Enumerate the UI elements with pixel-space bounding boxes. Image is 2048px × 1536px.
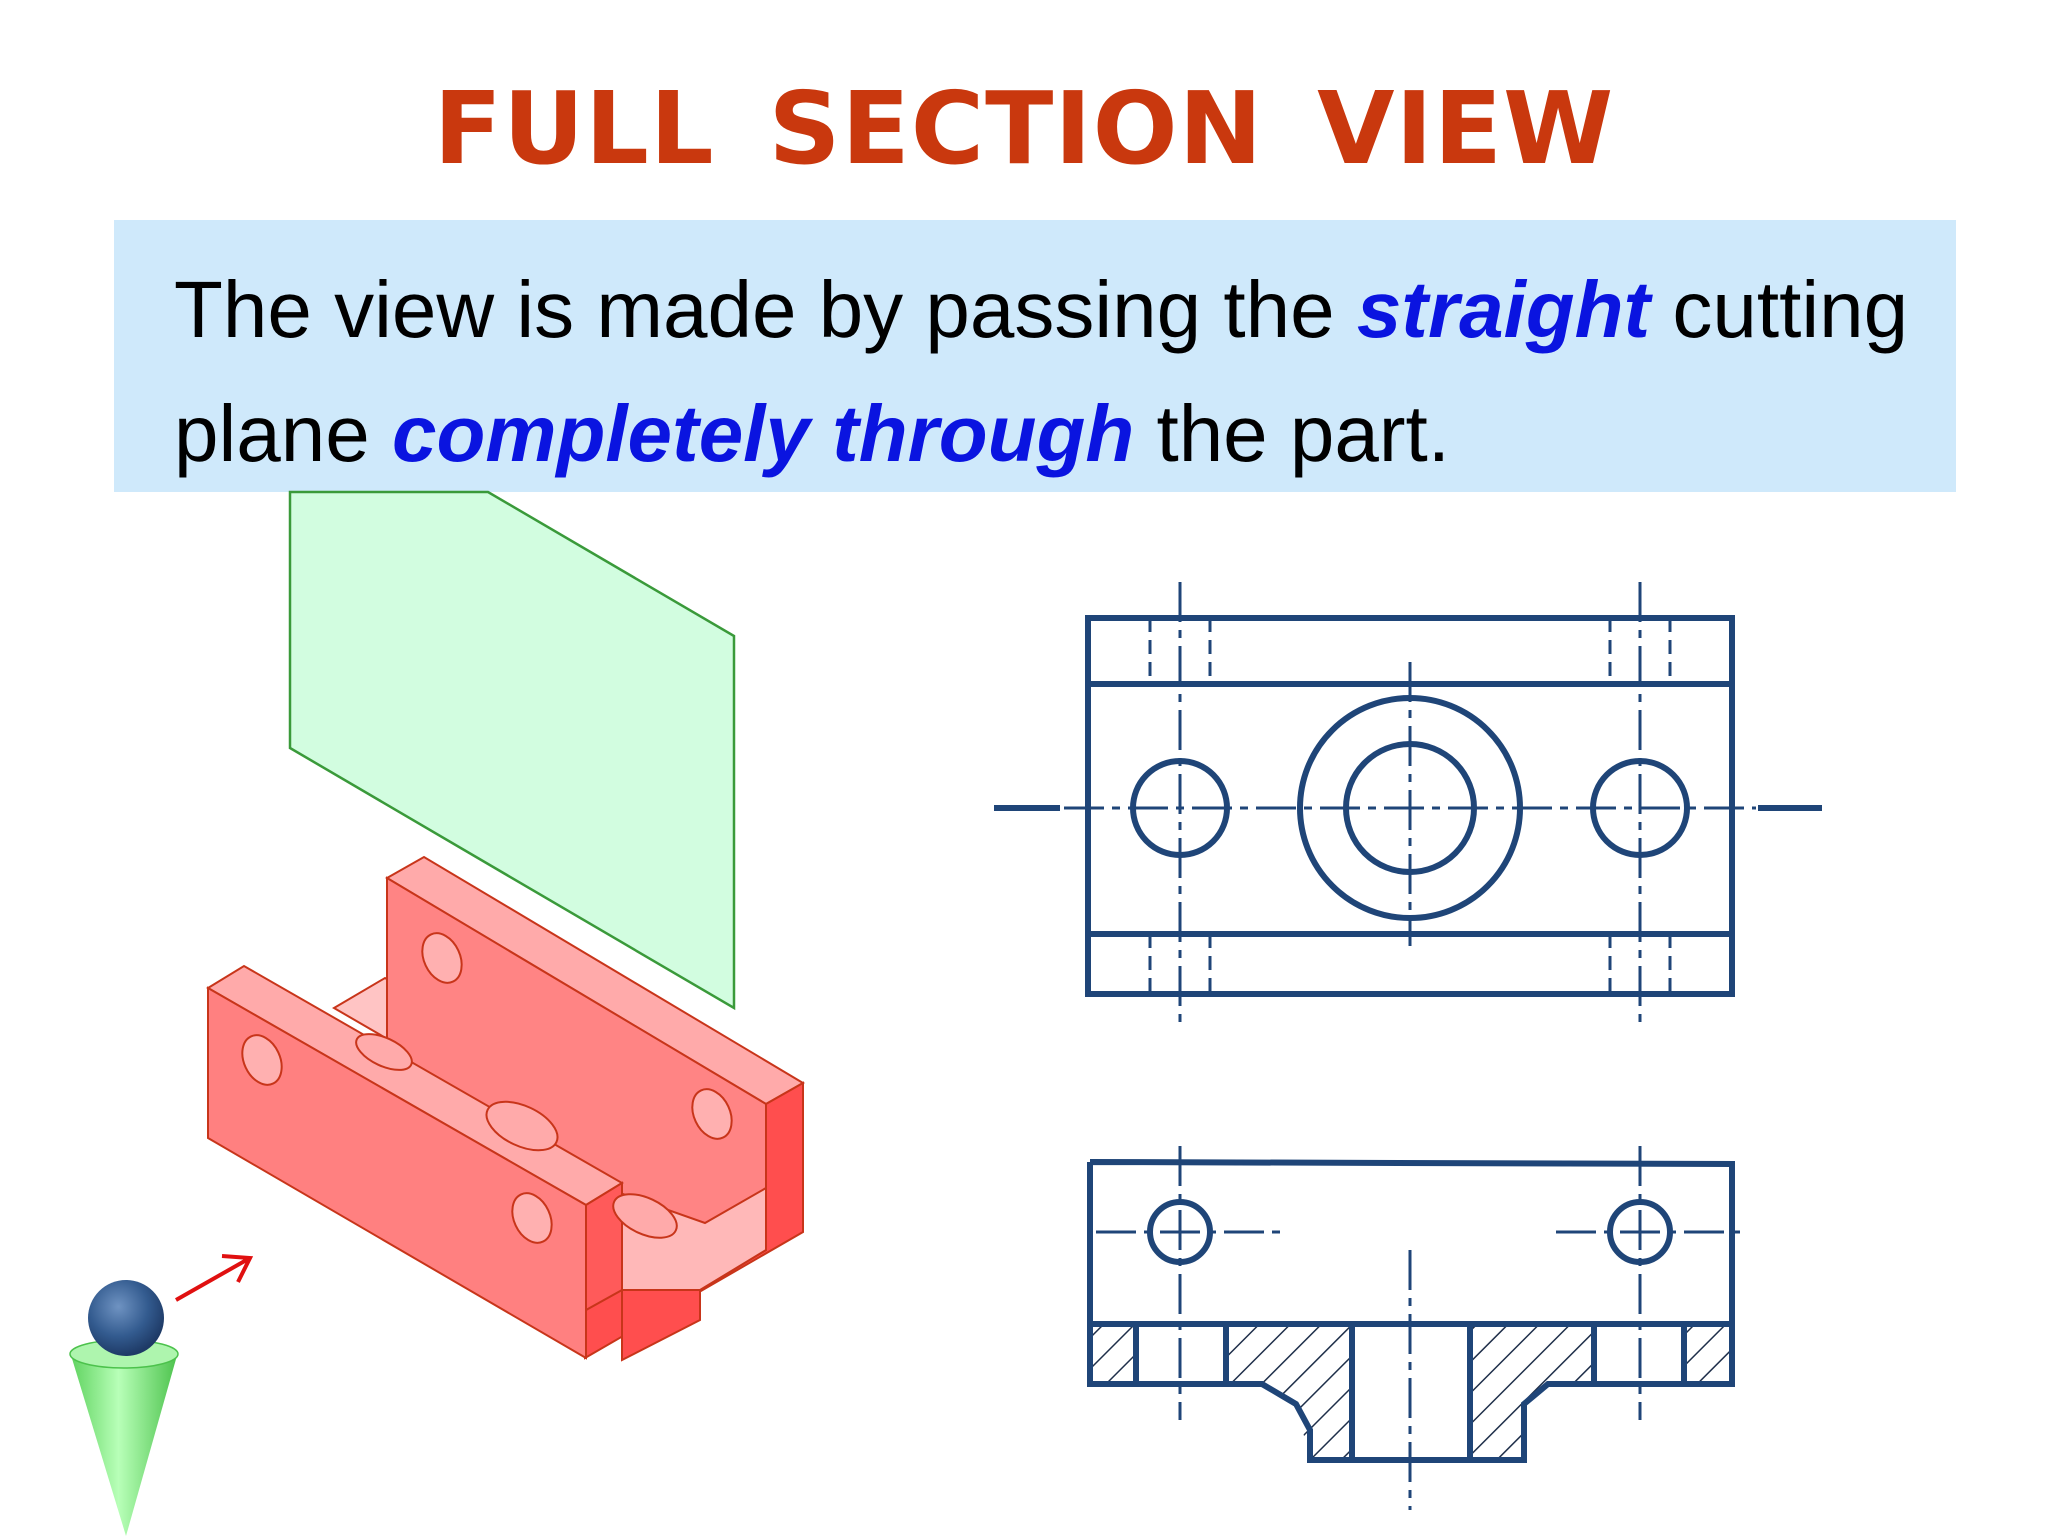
cutting-plane bbox=[288, 490, 736, 1011]
hole-front-right bbox=[511, 1192, 553, 1244]
definition-text: The view is made by passing the bbox=[174, 265, 1357, 354]
hole-front-left bbox=[241, 1034, 283, 1086]
definition-box: The view is made by passing the straight… bbox=[114, 220, 1956, 492]
definition-text: plane bbox=[174, 389, 392, 478]
definition-line-1: The view is made by passing the straight… bbox=[174, 248, 1956, 372]
front-section-outline bbox=[1087, 1159, 1735, 1463]
emphasis-completely-through: completely through bbox=[391, 389, 1135, 478]
top-view-hidden-lines bbox=[1148, 618, 1672, 994]
definition-text: the part. bbox=[1134, 389, 1450, 478]
part-front-wall-face bbox=[207, 986, 587, 1360]
hole-base-left bbox=[355, 1033, 413, 1071]
definition-line-2: plane completely through the part. bbox=[174, 372, 1956, 496]
slide-title: FULL SECTION VIEW bbox=[433, 70, 1615, 187]
hole-back-right bbox=[691, 1088, 733, 1140]
section-hatch-right-boss bbox=[1470, 1324, 1594, 1460]
emphasis-straight: straight bbox=[1356, 265, 1651, 354]
hole-back-left bbox=[421, 932, 463, 984]
part-base-end bbox=[621, 1289, 701, 1362]
section-hatch-left-edge bbox=[1090, 1324, 1136, 1384]
front-section-view bbox=[1087, 1146, 1744, 1510]
top-view-outline bbox=[1085, 615, 1735, 997]
top-view-center-lines bbox=[1064, 582, 1756, 1030]
top-view bbox=[994, 582, 1822, 1030]
viewing-direction-arrow bbox=[175, 1254, 254, 1302]
viewer-cone bbox=[70, 1352, 178, 1536]
section-hatch-right-edge bbox=[1684, 1324, 1732, 1384]
isometric-part bbox=[206, 855, 805, 1362]
hole-base-center bbox=[485, 1100, 559, 1152]
front-view-center-lines bbox=[1096, 1146, 1744, 1510]
definition-text: cutting bbox=[1650, 265, 1909, 354]
viewer-head bbox=[88, 1280, 164, 1356]
section-hatch-left-boss bbox=[1226, 1324, 1352, 1460]
hole-base-right bbox=[612, 1193, 678, 1239]
